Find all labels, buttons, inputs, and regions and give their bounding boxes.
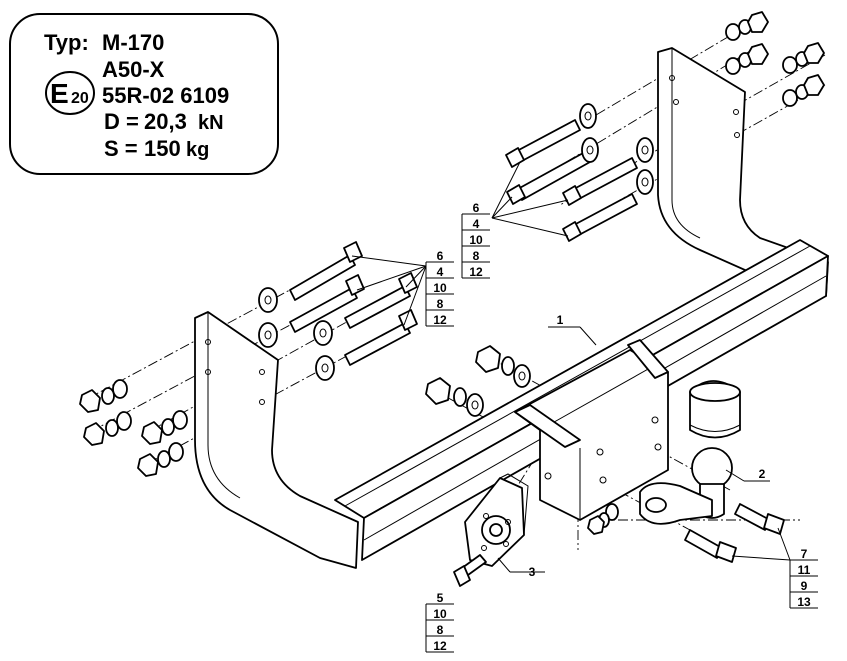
callout-label: 9 [801,579,808,593]
bolt-socket-plate [453,554,487,587]
callout-label: 7 [801,547,808,561]
callout-label: 13 [797,595,811,609]
callout-bolts-left-top: 6 4 10 8 12 [425,249,454,327]
callout-label: 12 [433,639,447,653]
plate-s-unit: kg [186,139,209,161]
plate-approval-number: 55R-02 6109 [102,83,229,108]
callout-label: 10 [469,233,483,247]
callout-label: 11 [798,563,811,577]
plate-s-value: 150 [144,136,181,161]
callout-label: 4 [473,217,480,231]
approval-plate: Typ: M-170 A50-X E 20 55R-02 6109 D = 20… [9,13,279,175]
callout-label: 12 [469,265,483,279]
callout-ball-bolts: 7 11 9 13 [789,547,818,609]
callout-label: 2 [759,467,766,481]
plate-d-value: 20,3 [144,109,187,134]
callout-label: 3 [529,565,536,579]
callout-label: 12 [433,313,447,327]
left-mounting-bracket [194,311,359,569]
ball-hitch [639,380,741,525]
plate-s-label: S = [104,136,138,161]
callout-label: 6 [437,249,444,263]
plate-typ-label: Typ: [44,30,89,55]
socket-plate [464,473,529,567]
callout-bolts-right-top: 6 4 10 8 12 [461,201,490,279]
plate-d-unit: kN [198,112,224,134]
bolts-upper-right [505,119,638,242]
callout-main-beam: 1 [557,313,564,327]
callout-socket-plate: 3 [529,565,536,579]
callout-label: 10 [433,607,447,621]
nuts-center [425,345,605,535]
callout-label: 8 [473,249,480,263]
nuts-left [79,379,188,477]
plate-d-label: D = [104,109,139,134]
bolts-ball-hitch [684,503,785,563]
callout-label: 1 [557,313,564,327]
approval-e-mark [45,71,95,115]
washers [258,103,654,528]
callout-label: 5 [437,591,444,605]
callout-ball-hitch: 2 [759,467,766,481]
plate-approval-country: 20 [71,90,89,107]
callout-label: 4 [437,265,444,279]
bolts-upper-left [289,241,418,366]
leader-lines [351,161,791,573]
callout-label: 10 [433,281,447,295]
plate-code: A50-X [102,57,165,82]
plate-approval-mark: E [50,78,69,109]
callout-label: 8 [437,297,444,311]
nuts-upper-right [725,11,825,107]
plate-model: M-170 [102,30,164,55]
callout-socket-bolts: 5 10 8 12 [425,591,454,653]
callout-label: 8 [437,623,444,637]
callout-label: 6 [473,201,480,215]
main-crossbeam [334,239,829,561]
